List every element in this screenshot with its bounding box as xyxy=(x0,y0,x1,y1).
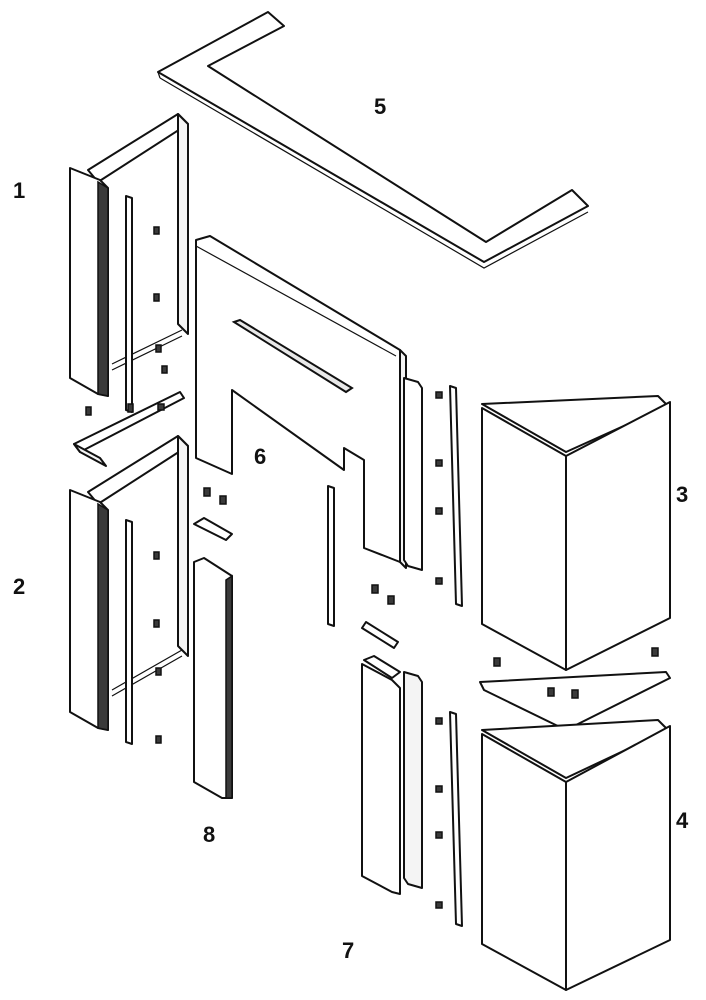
part-3-right-upper-corner xyxy=(481,395,671,671)
part-6-right-spacer xyxy=(403,377,463,607)
left-connector-bracket xyxy=(73,391,185,467)
part-label-6: 6 xyxy=(254,444,267,469)
part-1-left-upper-frame xyxy=(69,113,189,416)
part-label-4: 4 xyxy=(676,808,689,833)
right-connector-bracket xyxy=(479,647,671,731)
part-label-8: 8 xyxy=(203,822,216,847)
part-6-inner-strip xyxy=(327,485,399,649)
part-label-1: 1 xyxy=(13,178,26,203)
part-2-left-lower-frame xyxy=(69,435,189,745)
part-label-7: 7 xyxy=(342,938,355,963)
part-8-left-leg xyxy=(193,517,233,799)
part-4-right-lower-corner xyxy=(481,719,671,991)
part-7-right-leg xyxy=(361,655,463,927)
part-6-surround-panel xyxy=(195,235,407,569)
part-5-top-shelf xyxy=(157,11,589,269)
part-label-5: 5 xyxy=(374,94,387,119)
part-label-2: 2 xyxy=(13,574,26,599)
part-label-3: 3 xyxy=(676,482,689,507)
